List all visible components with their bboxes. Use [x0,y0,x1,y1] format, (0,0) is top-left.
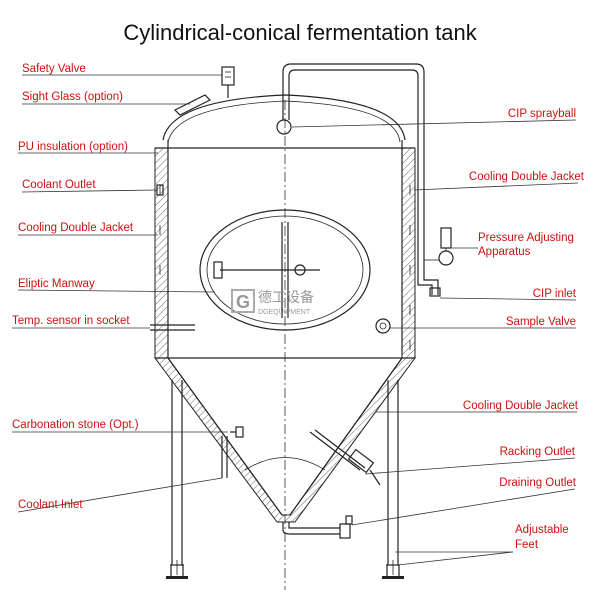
label-cooling-jacket-right-cone: Cooling Double Jacket [463,400,579,412]
label-safety-valve: Safety Valve [22,63,86,75]
eliptic-manway [199,209,371,331]
watermark-chinese: 德工设备 [258,289,314,305]
label-cip-inlet: CIP inlet [533,288,577,300]
label-temp-sensor: Temp. sensor in socket [12,315,130,327]
labels-right: CIP sprayball Cooling Double Jacket Pres… [463,108,585,551]
watermark-logo-letter: G [236,292,250,312]
watermark-english: DGEQUIPMENT [258,309,311,316]
label-cooling-jacket-right-top: Cooling Double Jacket [469,171,585,183]
labels-left: Safety Valve Sight Glass (option) PU ins… [12,63,139,511]
pressure-gauge [438,250,454,266]
diagram-title: Cylindrical-conical fermentation tank [123,20,477,45]
insulation-left [154,147,169,359]
insulation-right [401,147,416,359]
label-adjustable-feet-2: Feet [515,539,539,551]
cip-sprayball [276,119,292,135]
label-sight-glass: Sight Glass (option) [22,91,123,103]
label-pressure-adjusting-2: Apparatus [478,246,531,258]
top-dome [162,94,406,141]
label-adjustable-feet-1: Adjustable [515,524,569,536]
cip-pipe-inner [288,69,419,265]
label-cooling-jacket-left: Cooling Double Jacket [18,222,134,234]
side-fittings [150,184,391,539]
safety-valve-body [221,66,235,86]
label-pressure-adjusting-1: Pressure Adjusting [478,232,574,244]
label-coolant-outlet: Coolant Outlet [22,179,96,191]
sample-valve [375,318,391,334]
label-draining-outlet: Draining Outlet [499,477,577,489]
pressure-valve-body [440,227,452,249]
label-pu-insulation: PU insulation (option) [18,141,128,153]
top-fittings [173,63,454,297]
label-sample-valve: Sample Valve [506,316,576,328]
watermark: G 德工设备 DGEQUIPMENT [231,289,314,316]
label-eliptic-manway: Eliptic Manway [18,278,95,290]
tank-body [154,94,416,359]
watermark-logo-box [231,289,255,313]
sight-glass [173,94,212,116]
cip-pipe-outer [282,63,425,265]
label-cip-sprayball: CIP sprayball [508,108,576,120]
label-carbonation-stone: Carbonation stone (Opt.) [12,419,139,431]
label-coolant-inlet: Coolant Inlet [18,499,83,511]
leader-lines [12,74,579,566]
label-racking-outlet: Racking Outlet [500,446,576,458]
